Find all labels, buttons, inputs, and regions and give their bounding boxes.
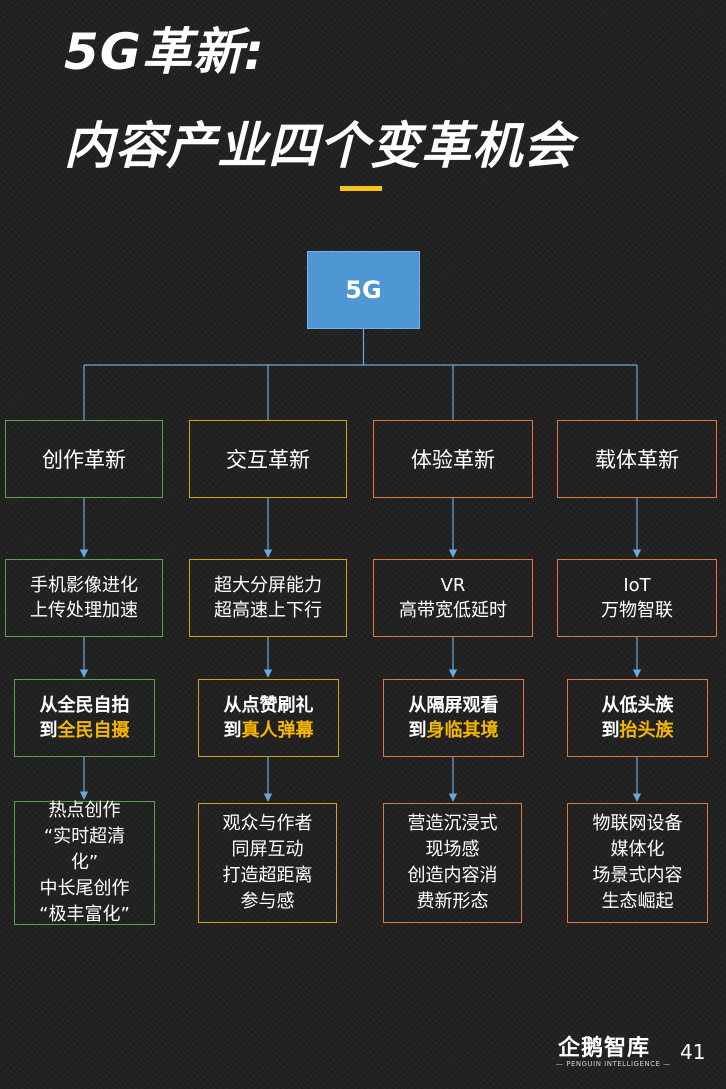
result-highlight: 真人弹幕 bbox=[241, 720, 314, 741]
result-node-experience: 从隔屏观看 到身临其境 bbox=[383, 679, 524, 757]
feature-line: 高带宽低延时 bbox=[399, 600, 507, 621]
root-5g-node: 5G bbox=[307, 251, 420, 329]
result-to-line: 到身临其境 bbox=[408, 720, 499, 741]
feature-node-experience: VR 高带宽低延时 bbox=[373, 559, 533, 637]
detail-line: 热点创作 bbox=[48, 800, 121, 821]
detail-line: 费新形态 bbox=[416, 891, 489, 912]
category-node-experience: 体验革新 bbox=[373, 420, 533, 498]
detail-line: 营造沉浸式 bbox=[407, 813, 498, 834]
feature-line: VR bbox=[440, 575, 466, 596]
detail-line: 观众与作者 bbox=[222, 813, 313, 834]
result-to-line: 到全民自摄 bbox=[39, 720, 130, 741]
title-line-2: 内容产业四个变革机会 bbox=[64, 117, 574, 175]
detail-node-carrier: 物联网设备 媒体化 场景式内容 生态崛起 bbox=[567, 803, 708, 923]
feature-line: 手机影像进化 bbox=[30, 575, 138, 596]
category-node-interaction: 交互革新 bbox=[189, 420, 347, 498]
detail-node-creation: 热点创作 “实时超清 化” 中长尾创作 “极丰富化” bbox=[14, 800, 155, 925]
result-highlight: 身临其境 bbox=[426, 720, 499, 741]
detail-line: 场景式内容 bbox=[592, 865, 683, 886]
result-highlight: 抬头族 bbox=[619, 720, 674, 741]
feature-node-interaction: 超大分屏能力 超高速上下行 bbox=[189, 559, 347, 637]
detail-line: 打造超距离 bbox=[222, 865, 313, 886]
feature-line: IoT bbox=[623, 575, 651, 596]
result-highlight: 全民自摄 bbox=[57, 720, 130, 741]
logo-tagline: — PENGUIN INTELLIGENCE — bbox=[556, 1060, 671, 1068]
result-to-line: 到真人弹幕 bbox=[223, 720, 314, 741]
result-node-interaction: 从点赞刷礼 到真人弹幕 bbox=[198, 679, 339, 757]
result-from: 从低头族 bbox=[601, 695, 674, 716]
title-line-1: 5G革新: bbox=[64, 23, 265, 81]
result-node-creation: 从全民自拍 到全民自摄 bbox=[14, 679, 155, 757]
feature-line: 万物智联 bbox=[601, 600, 673, 621]
feature-node-creation: 手机影像进化 上传处理加速 bbox=[5, 559, 163, 637]
detail-line: 参与感 bbox=[240, 891, 295, 912]
detail-line: “实时超清 bbox=[43, 826, 126, 847]
category-node-carrier: 载体革新 bbox=[557, 420, 717, 498]
result-from: 从点赞刷礼 bbox=[223, 695, 314, 716]
detail-line: 媒体化 bbox=[610, 839, 665, 860]
detail-line: 生态崛起 bbox=[601, 891, 674, 912]
result-from: 从全民自拍 bbox=[39, 695, 130, 716]
detail-line: 物联网设备 bbox=[592, 813, 683, 834]
detail-line: 创造内容消 bbox=[407, 865, 498, 886]
detail-line: 中长尾创作 bbox=[39, 878, 130, 899]
feature-line: 上传处理加速 bbox=[30, 600, 138, 621]
detail-node-interaction: 观众与作者 同屏互动 打造超距离 参与感 bbox=[198, 803, 337, 923]
feature-line: 超高速上下行 bbox=[214, 600, 322, 621]
detail-line: 同屏互动 bbox=[231, 839, 304, 860]
feature-node-carrier: IoT 万物智联 bbox=[557, 559, 717, 637]
result-from: 从隔屏观看 bbox=[408, 695, 499, 716]
page-number: 41 bbox=[680, 1040, 706, 1064]
result-node-carrier: 从低头族 到抬头族 bbox=[567, 679, 708, 757]
detail-line: “极丰富化” bbox=[39, 904, 130, 925]
category-node-creation: 创作革新 bbox=[5, 420, 163, 498]
logo-wordmark: 企鹅智库 bbox=[558, 1036, 651, 1061]
result-to-line: 到抬头族 bbox=[601, 720, 674, 741]
feature-line: 超大分屏能力 bbox=[214, 575, 322, 596]
penguin-intelligence-logo: 企鹅智库 — PENGUIN INTELLIGENCE — bbox=[556, 1030, 670, 1076]
detail-line: 现场感 bbox=[425, 839, 480, 860]
detail-line: 化” bbox=[70, 852, 99, 873]
detail-node-experience: 营造沉浸式 现场感 创造内容消 费新形态 bbox=[383, 803, 522, 923]
title-accent-bar bbox=[340, 186, 382, 191]
